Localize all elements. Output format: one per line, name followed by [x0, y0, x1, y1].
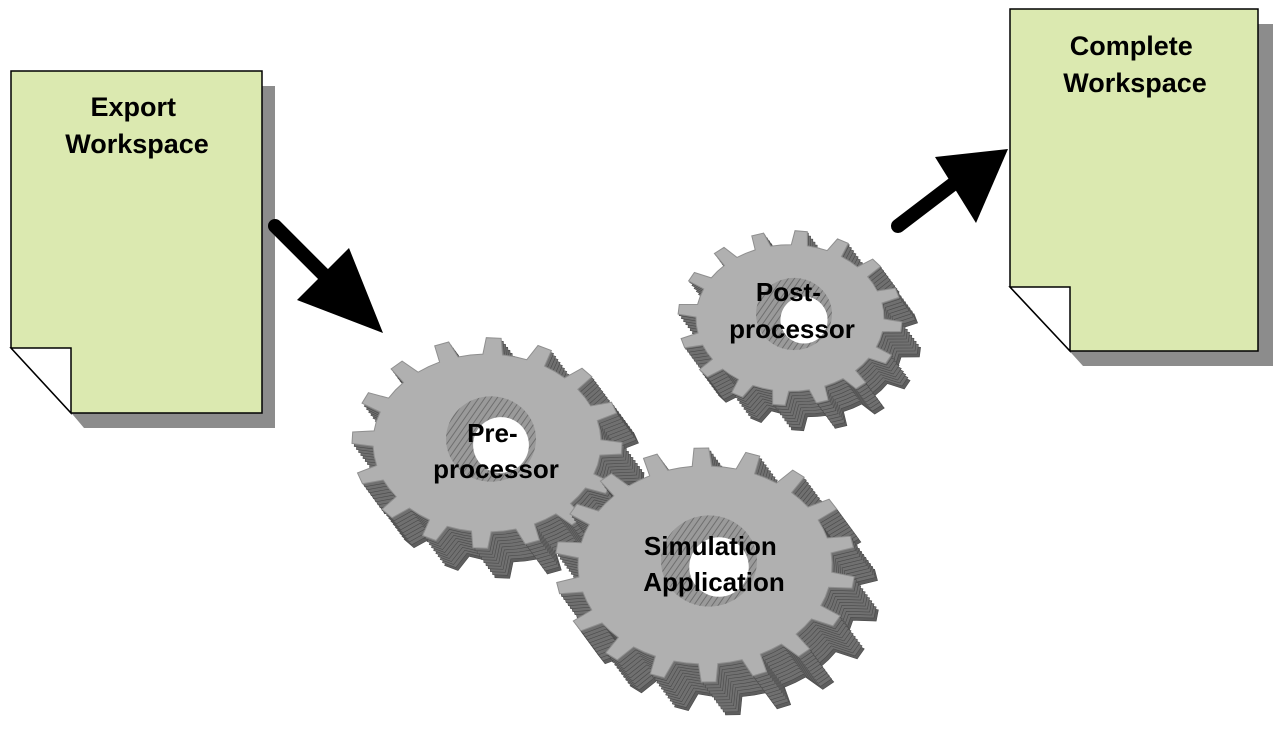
export-document-title-line2: Workspace [65, 129, 209, 159]
export-document-page [10, 70, 263, 414]
svg-text:Complete Workspace: Complete Workspace [1063, 31, 1207, 98]
complete-document-title-line1: Complete [1070, 31, 1193, 61]
complete-workspace-document: Complete Workspace [1008, 8, 1273, 366]
complete-document-page [1009, 8, 1259, 352]
postprocessor-gear-hole-opening [780, 296, 828, 344]
preprocessor-label-line2: processor [433, 454, 559, 484]
svg-text:Post- processor: Post- processor [729, 277, 855, 344]
svg-text:Pre- processor: Pre- processor [433, 418, 559, 484]
preprocessor-gear [351, 337, 645, 579]
simulation-label-line2: Application [643, 567, 785, 597]
simulation-gear-hole-opening [689, 537, 749, 597]
svg-text:Export Workspace: Export Workspace [65, 92, 209, 159]
preprocessor-label-line1: Pre- [467, 418, 518, 448]
svg-text:Simulation Application: Simulation Application [643, 531, 785, 597]
export-document-fold [9, 347, 72, 415]
preprocessor-gear-hole-opening [473, 417, 529, 473]
complete-document-fold [1008, 286, 1071, 353]
postprocessor-label-line1: Post- [756, 277, 821, 307]
export-workspace-document: Export Workspace [9, 70, 275, 428]
export-document-title-line1: Export [90, 92, 176, 122]
simulation-label-line1: Simulation [644, 531, 777, 561]
postprocessor-gear [677, 230, 921, 432]
simulation-gear [555, 447, 879, 716]
arrow-postprocessor-to-complete [891, 149, 1008, 233]
postprocessor-label-line2: processor [729, 314, 855, 344]
arrow-export-to-preprocessor [268, 219, 383, 333]
gears [351, 230, 921, 716]
complete-document-title-line2: Workspace [1063, 68, 1207, 98]
